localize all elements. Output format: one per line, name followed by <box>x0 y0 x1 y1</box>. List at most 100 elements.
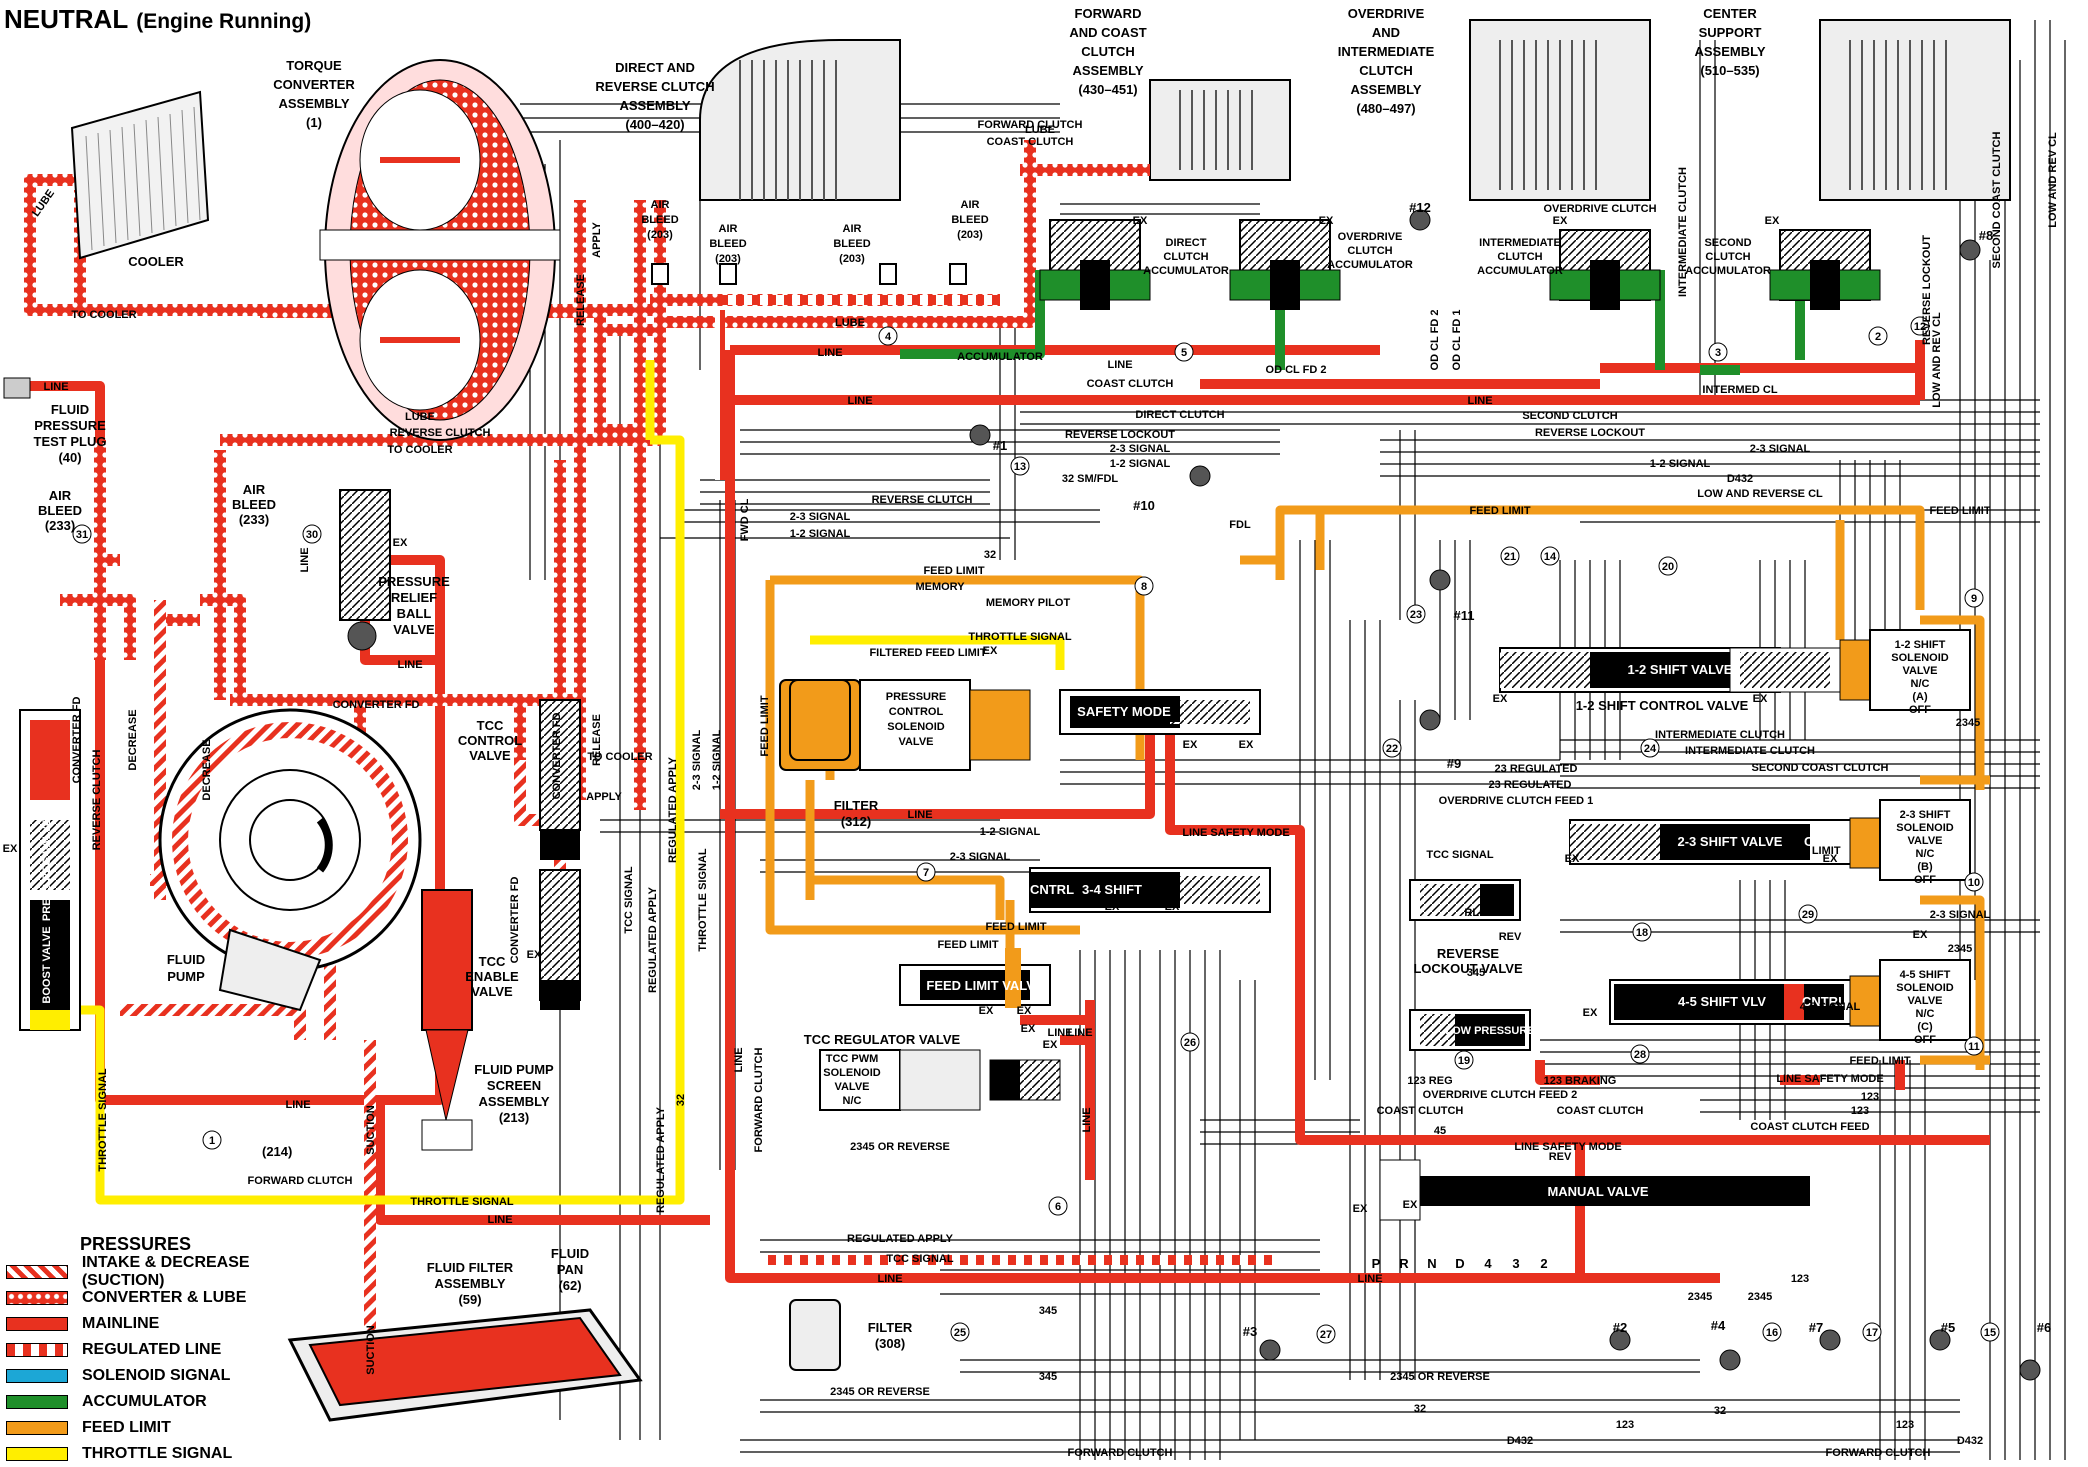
air-bleed-label: AIR <box>719 223 738 235</box>
forward-coast-clutch-illustration <box>1020 79 1291 181</box>
od-intermediate-label: CLUTCH <box>1359 63 1412 78</box>
circled-number-label: 22 <box>1386 743 1398 755</box>
circled-number-label: 1 <box>209 1135 215 1147</box>
passage-label: 2345 OR REVERSE <box>850 1141 950 1153</box>
od-intermediate-label: INTERMEDIATE <box>1338 44 1435 59</box>
passage-label: FEED LIMIT <box>937 939 998 951</box>
circled-number-label: 13 <box>1014 461 1026 473</box>
circled-number-label: 26 <box>1184 1037 1196 1049</box>
shift-45-valve-label: 4-5 SHIFT VLV <box>1678 994 1766 1009</box>
passage-label: LINE <box>817 347 842 359</box>
passage-label: DECREASE <box>127 709 139 770</box>
gear-position-label: 3 <box>1512 1256 1519 1271</box>
pump-screen-label: (213) <box>499 1110 529 1125</box>
passage-label: LUBE <box>1025 124 1055 136</box>
passage-label: 1-2 SIGNAL <box>711 729 723 790</box>
legend-label: REGULATED LINE <box>82 1341 222 1358</box>
circled-number <box>950 1322 970 1342</box>
overdrive-accumulator-label: OVERDRIVE <box>1338 231 1403 243</box>
passage-label: REGULATED APPLY <box>667 756 679 863</box>
torque-converter-illustration <box>319 59 561 441</box>
test-plug-label: TEST PLUG <box>34 434 107 449</box>
air-bleed-label: BLEED <box>641 214 678 226</box>
passage-label: THROTTLE SIGNAL <box>968 631 1072 643</box>
shift-34-valve-label: 3-4 SHIFT <box>1082 882 1142 897</box>
passage-label: 2345 OR REVERSE <box>830 1386 930 1398</box>
legend-swatch <box>6 1291 68 1305</box>
circled-number-label: 24 <box>1644 743 1657 755</box>
check-ball-label: #12 <box>1409 200 1431 215</box>
legend-item: ACCUMULATOR <box>6 1389 336 1415</box>
exhaust-label: EX <box>979 1005 994 1017</box>
gear-position-label: 2 <box>1540 1256 1547 1271</box>
legend-item: CONVERTER & LUBE <box>6 1285 336 1311</box>
legend-label: MAINLINE <box>82 1315 160 1332</box>
passage-label: OVERDRIVE CLUTCH FEED 2 <box>1423 1089 1578 1101</box>
check-ball-label: #11 <box>1454 608 1475 623</box>
passage-label: THROTTLE SIGNAL <box>697 848 709 952</box>
passage-label: FEED LIMIT <box>985 921 1046 933</box>
air-bleed-label: BLEED <box>833 238 870 250</box>
air-bleed-label: AIR <box>843 223 862 235</box>
torque-converter-label: (1) <box>306 115 322 130</box>
solenoid-12-label: N/C <box>1911 678 1930 690</box>
solenoid-45-label: SOLENOID <box>1896 982 1954 994</box>
passage-label: 2-3 SIGNAL <box>1110 443 1171 455</box>
passage-label: LINE <box>1107 359 1132 371</box>
passage-label: 2-3 SIGNAL <box>1750 443 1811 455</box>
solenoid-23-label: 2-3 SHIFT <box>1900 809 1951 821</box>
passage-label: 2345 OR REVERSE <box>1390 1371 1490 1383</box>
exhaust-label: EX <box>3 843 18 855</box>
passage-label: DIRECT CLUTCH <box>1135 409 1224 421</box>
tcc-enable-label: ENABLE <box>465 969 519 984</box>
circled-number <box>1964 588 1984 608</box>
press-reg-valve-label: PRESS REG VALVE <box>41 819 53 921</box>
overdrive-accumulator-label: ACCUMULATOR <box>1327 259 1413 271</box>
intermediate-accumulator-label: CLUTCH <box>1497 251 1542 263</box>
passage-label: FORWARD CLUTCH <box>978 119 1083 131</box>
exhaust-label: EX <box>1565 853 1580 865</box>
check-ball-label: #9 <box>1447 756 1461 771</box>
filter-assembly-label: ASSEMBLY <box>434 1276 505 1291</box>
check-ball-label: #4 <box>1711 1318 1726 1333</box>
air-bleed-label: AIR <box>49 488 72 503</box>
passage-label: 32 <box>1714 1405 1726 1417</box>
passage-label: 123 REG <box>1407 1075 1452 1087</box>
feed-limit-valve-label: FEED LIMIT VALVE <box>926 978 1044 993</box>
circled-number-label: 10 <box>1968 877 1980 889</box>
label-background <box>1070 700 1180 722</box>
passage-label: 2-3 SIGNAL <box>691 729 703 790</box>
circled-number <box>1862 1322 1882 1342</box>
filter-assembly-label: FLUID FILTER <box>427 1260 514 1275</box>
second-accumulator-label: SECOND <box>1704 237 1751 249</box>
overdrive-clutch-accumulator <box>1229 219 1341 310</box>
passage-label: FORWARD CLUTCH <box>1826 1447 1931 1459</box>
pressure-test-plug <box>3 377 31 399</box>
pump-screen-label: ASSEMBLY <box>478 1094 549 1109</box>
forward-coast-label: AND COAST <box>1069 25 1146 40</box>
circled-number-label: 4 <box>885 331 892 343</box>
passage-label: 345 <box>1467 967 1485 979</box>
circled-number-label: 7 <box>923 867 929 879</box>
circled-number <box>1980 1322 2000 1342</box>
tcc-pwm-label: TCC PWM <box>826 1053 879 1065</box>
circled-number <box>1382 738 1402 758</box>
legend-label: FEED LIMIT <box>82 1419 171 1436</box>
exhaust-label: EX <box>1239 739 1254 751</box>
direct-reverse-label: REVERSE CLUTCH <box>595 79 714 94</box>
passage-label: 32 <box>1414 1403 1426 1415</box>
passage-label: LINE <box>907 809 932 821</box>
check-ball-label: #7 <box>1809 1320 1823 1335</box>
passage-label: 2345 <box>1948 943 1972 955</box>
circled-number <box>1640 738 1660 758</box>
filter-312-label: (312) <box>841 814 871 829</box>
passage-label: SECOND CLUTCH <box>1522 410 1617 422</box>
passage-label: MEMORY PILOT <box>986 597 1071 609</box>
air-bleed-label: (203) <box>957 229 983 241</box>
circled-number <box>1868 326 1888 346</box>
reverse-lockout-label: LOCKOUT VALVE <box>1413 961 1523 976</box>
legend-header: PRESSURES <box>80 1234 192 1254</box>
passage-label: REGULATED APPLY <box>655 1106 667 1213</box>
passage-label: INTERMEDIATE CLUTCH <box>1685 745 1815 757</box>
boost-valve-label: BOOST VALVE <box>41 926 53 1003</box>
